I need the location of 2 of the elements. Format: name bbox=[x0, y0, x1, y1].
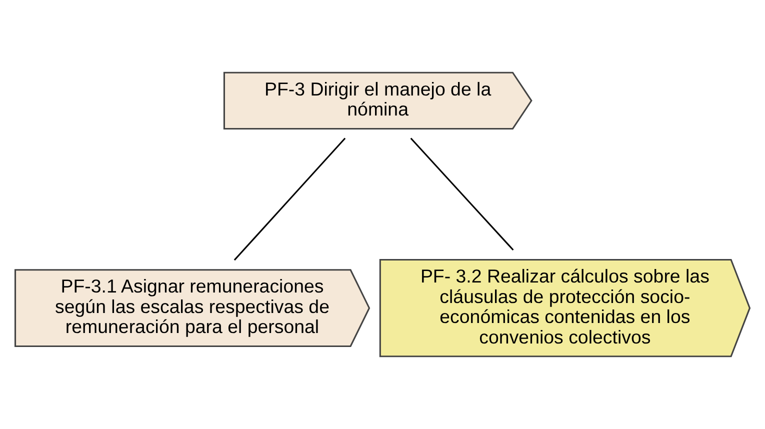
connector bbox=[410, 138, 514, 251]
connector bbox=[234, 138, 346, 261]
